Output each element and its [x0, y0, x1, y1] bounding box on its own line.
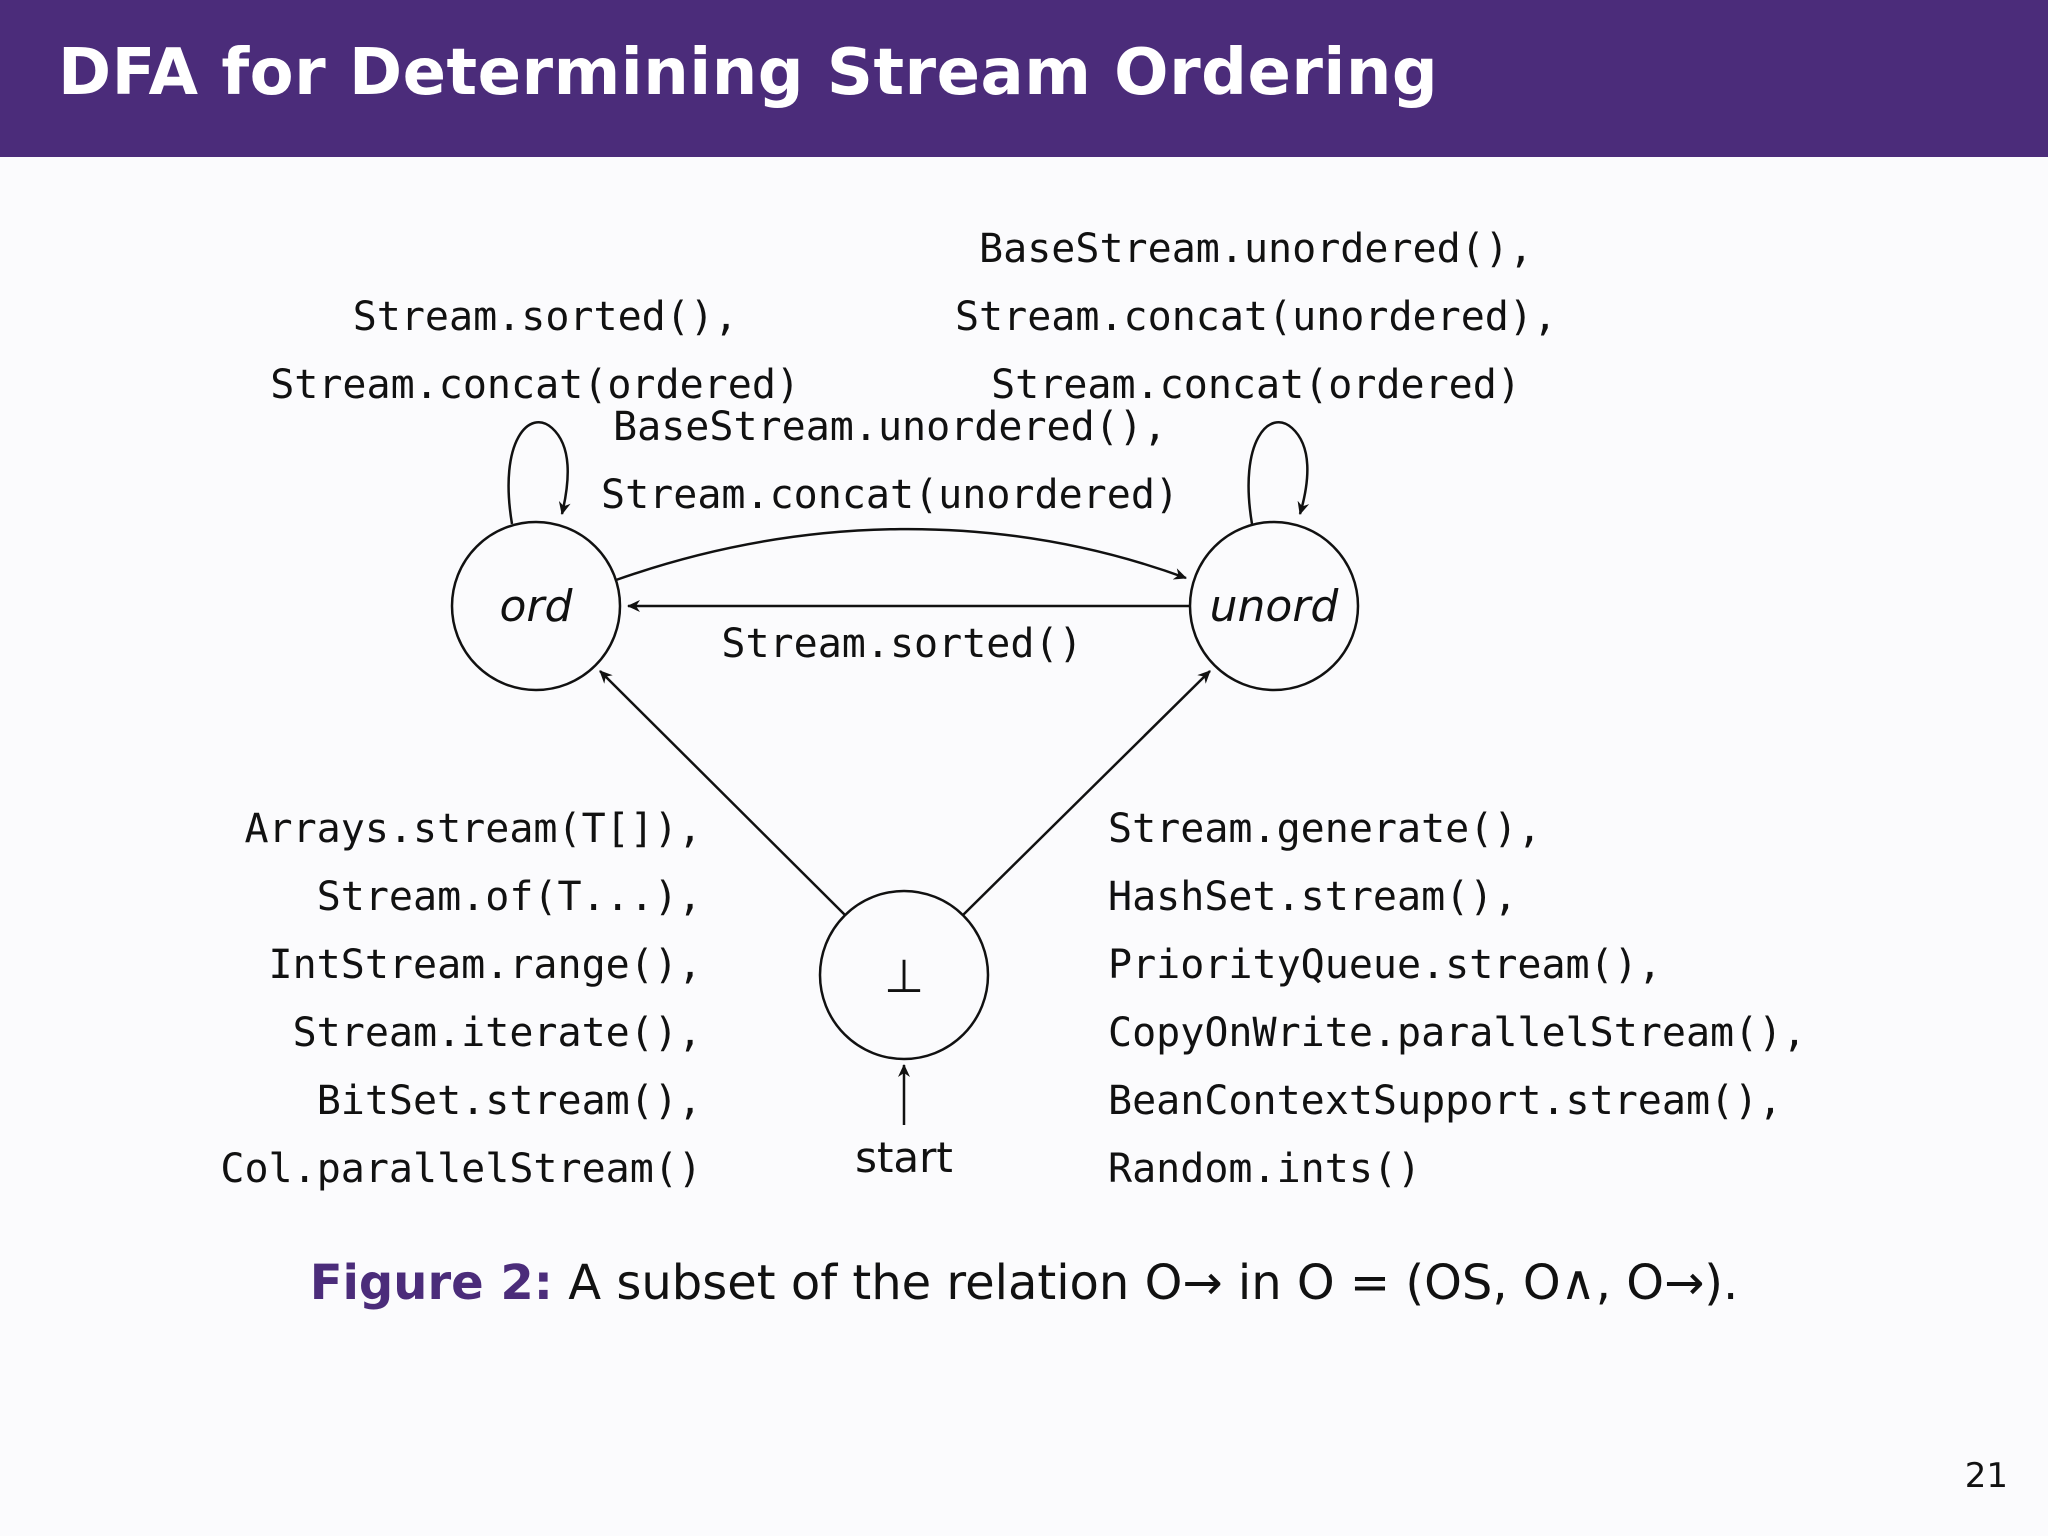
ord-loop-line-1: Stream.sorted(),	[353, 294, 738, 340]
unord-to-ord-label: Stream.sorted()	[721, 621, 1082, 667]
figure-text: A subset of the relation O→ in O = (OS, …	[568, 1255, 1739, 1311]
unord-loop-line-3: Stream.concat(ordered)	[991, 362, 1521, 408]
state-ord-node	[450, 520, 622, 692]
ord-loop-line-2: Stream.concat(ordered)	[270, 362, 800, 408]
unord-loop-line-2: Stream.concat(unordered),	[955, 294, 1557, 340]
unord-self-loop-arrow	[1247, 421, 1310, 525]
bottom-ord-line-5: BitSet.stream(),	[317, 1078, 702, 1124]
bottom-to-ord-label: Arrays.stream(T[]), Stream.of(T...), Int…	[220, 806, 702, 1192]
unord-loop-line-1: BaseStream.unordered(),	[979, 226, 1533, 272]
ord-self-loop-arrow	[507, 421, 571, 525]
figure-label: Figure 2:	[309, 1255, 553, 1311]
bottom-unord-line-6: Random.ints()	[1108, 1146, 1421, 1192]
bottom-ord-line-6: Col.parallelStream()	[220, 1146, 702, 1192]
bottom-ord-line-1: Arrays.stream(T[]),	[244, 806, 702, 852]
bottom-to-unord-label: Stream.generate(), HashSet.stream(), Pri…	[1108, 806, 1806, 1192]
bottom-unord-line-4: CopyOnWrite.parallelStream(),	[1108, 1010, 1806, 1056]
bottom-unord-line-3: PriorityQueue.stream(),	[1108, 942, 1662, 988]
ord-unord-line-1: BaseStream.unordered(),	[613, 404, 1167, 450]
ord-to-unord-arrow	[615, 527, 1187, 582]
state-bottom-label: ⊥	[884, 949, 924, 1003]
bottom-ord-line-3: IntStream.range(),	[269, 942, 702, 988]
bottom-to-unord-arrow	[962, 670, 1211, 916]
bottom-unord-line-2: HashSet.stream(),	[1108, 874, 1517, 920]
bottom-unord-line-5: BeanContextSupport.stream(),	[1108, 1078, 1782, 1124]
bottom-ord-line-2: Stream.of(T...),	[317, 874, 702, 920]
start-label: start	[855, 1133, 953, 1182]
ord-to-unord-label: BaseStream.unordered(), Stream.concat(un…	[601, 404, 1179, 518]
state-unord-label: unord	[1210, 581, 1340, 632]
state-ord-label: ord	[500, 581, 574, 632]
title-bar: DFA for Determining Stream Ordering	[0, 0, 2048, 157]
bottom-ord-line-4: Stream.iterate(),	[293, 1010, 702, 1056]
ord-unord-line-2: Stream.concat(unordered)	[601, 472, 1179, 518]
figure-caption: Figure 2: A subset of the relation O→ in…	[0, 1255, 2048, 1311]
bottom-unord-line-1: Stream.generate(),	[1108, 806, 1541, 852]
state-bottom-node	[818, 889, 990, 1061]
ord-self-loop-label: Stream.sorted(), Stream.concat(ordered)	[270, 294, 800, 408]
bottom-to-ord-arrow	[599, 670, 846, 916]
page-number: 21	[1964, 1456, 2008, 1496]
unord-self-loop-label: BaseStream.unordered(), Stream.concat(un…	[955, 226, 1557, 408]
slide-title: DFA for Determining Stream Ordering	[58, 36, 1439, 110]
